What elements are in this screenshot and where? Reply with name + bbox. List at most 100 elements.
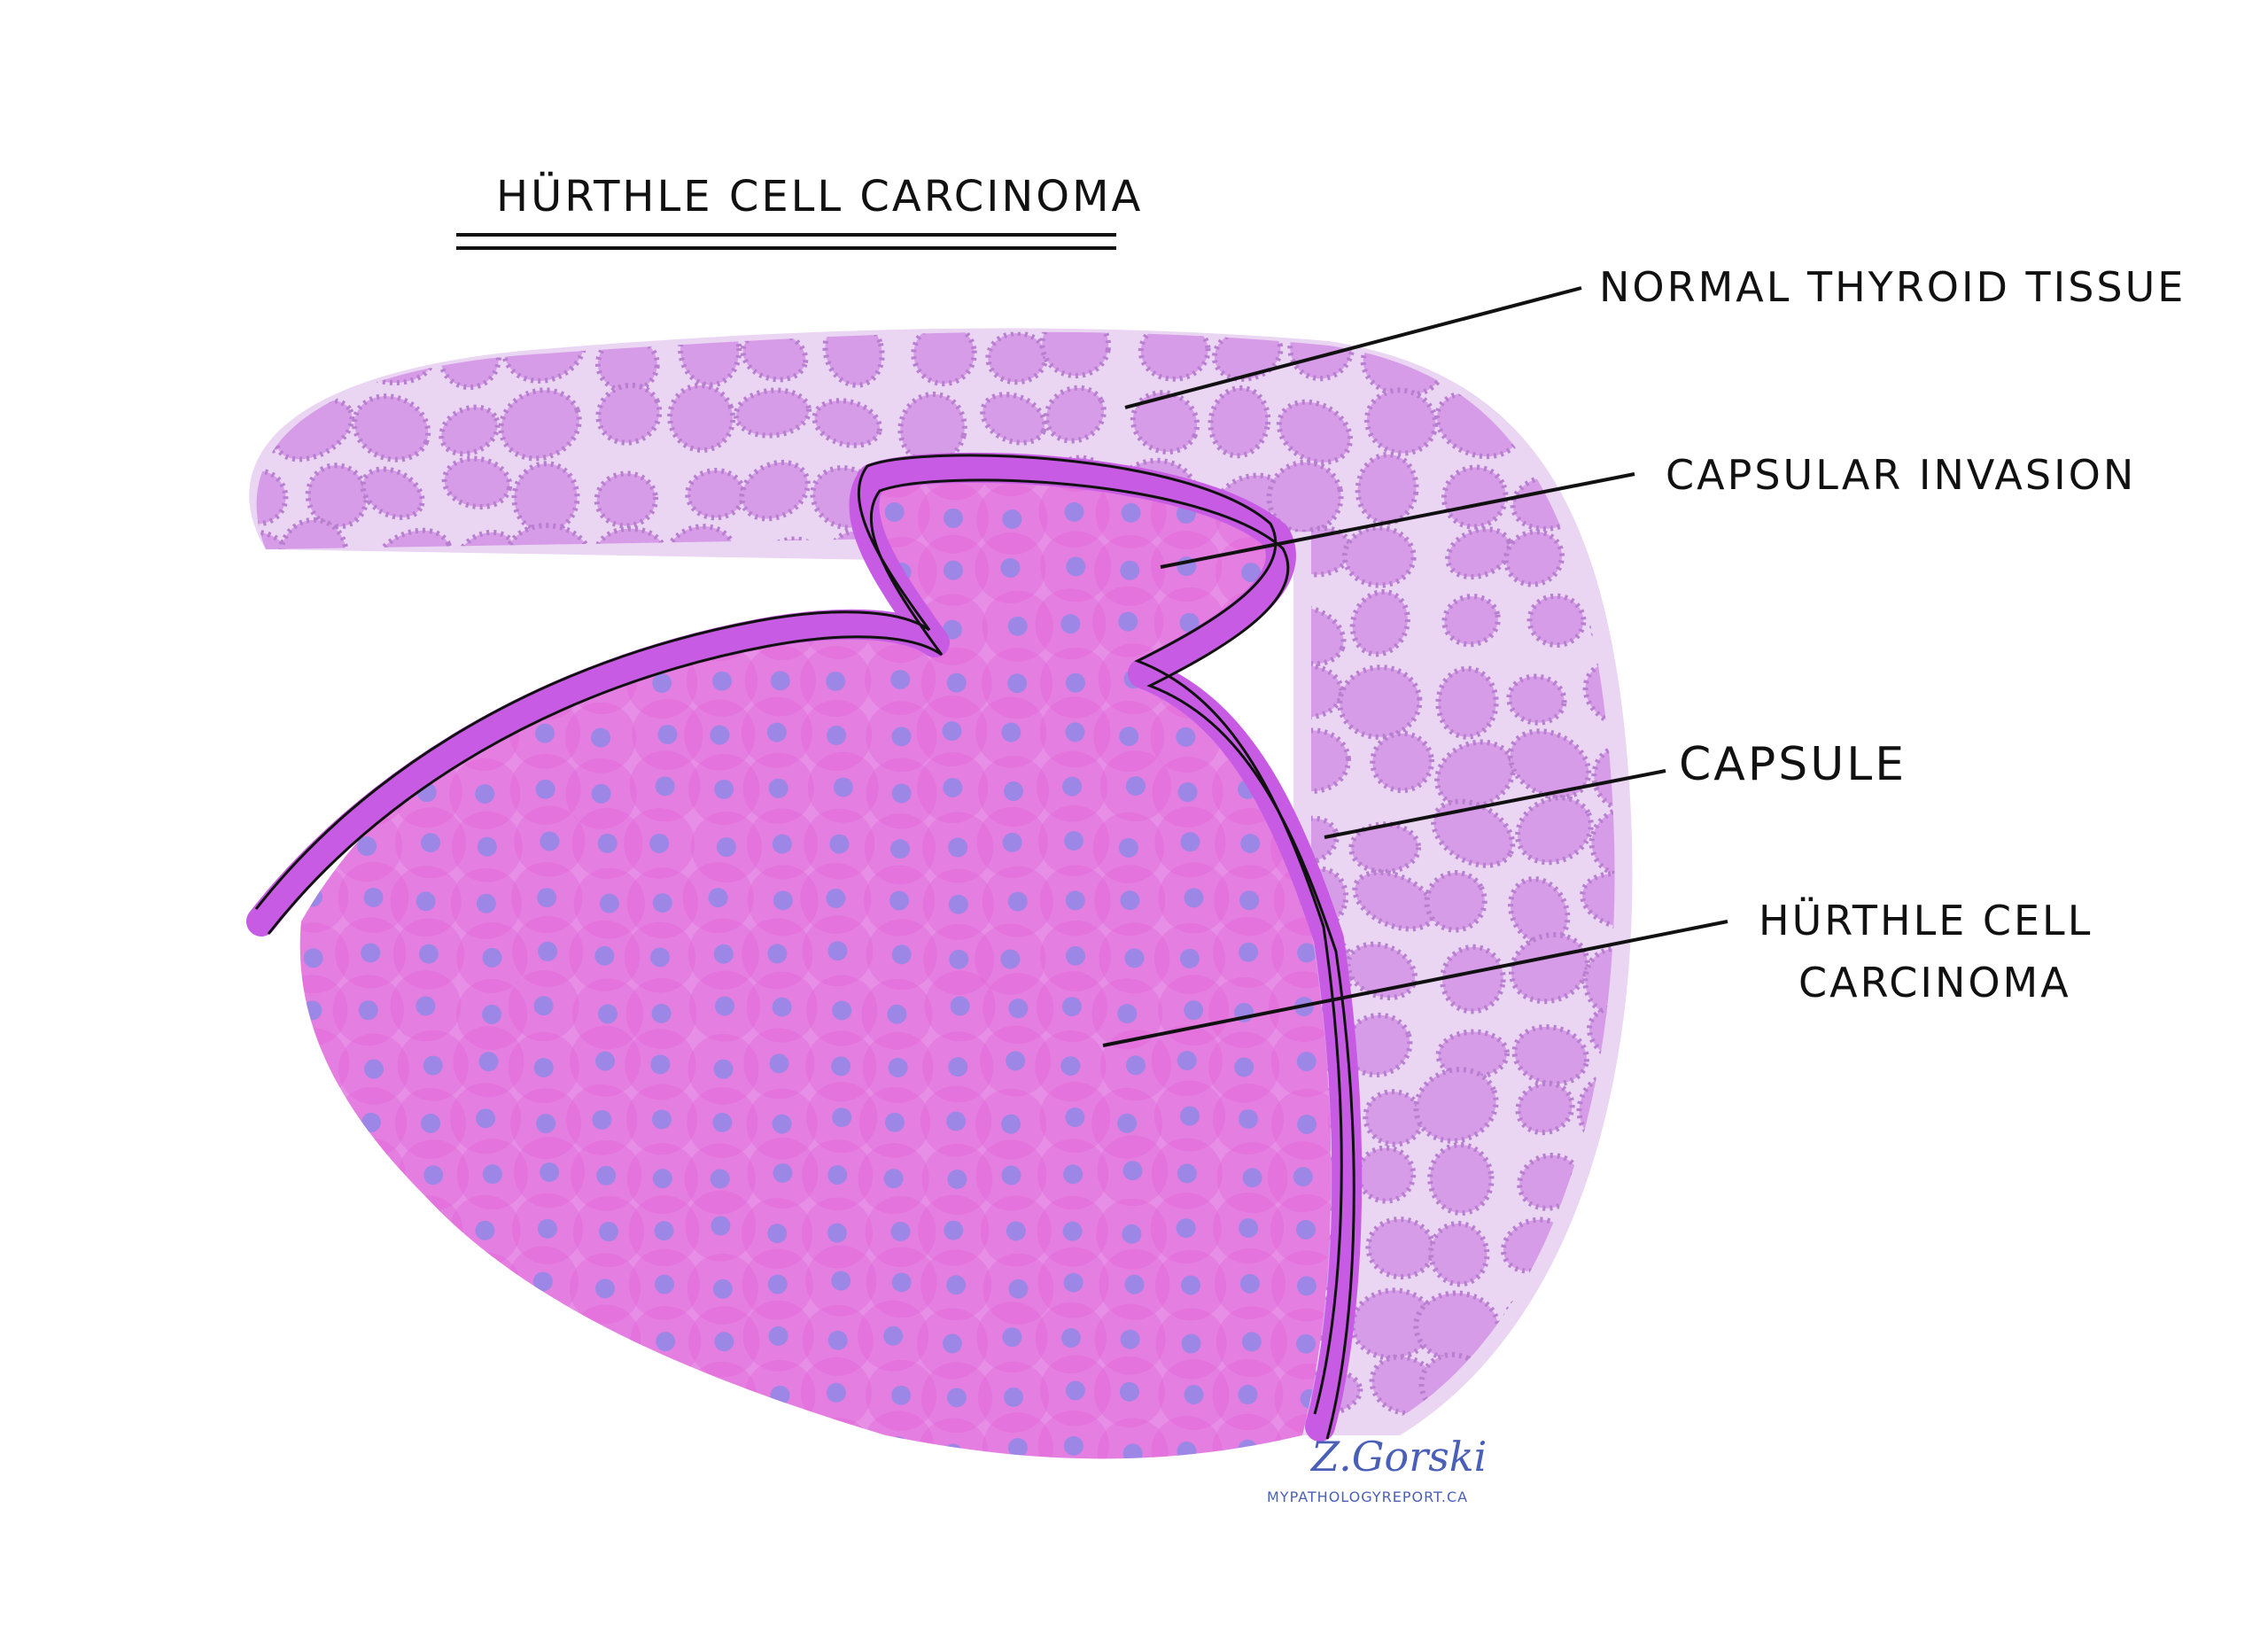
tumor-cell-nucleus: [946, 1387, 967, 1408]
tumor-cell-nucleus: [361, 612, 382, 633]
tumor-cell-nucleus: [711, 1387, 732, 1407]
tumor-cell: [299, 1253, 347, 1325]
tumor-cell-nucleus: [1241, 563, 1262, 583]
tumor-cell-nucleus: [364, 727, 384, 748]
tumor-cell: [450, 1252, 522, 1324]
follicle: [1588, 1222, 1615, 1293]
tumor-cell-nucleus: [888, 1057, 908, 1077]
tumor-cell-nucleus: [1004, 1387, 1024, 1407]
tumor-cell-nucleus: [1001, 722, 1021, 742]
follicle: [1266, 459, 1344, 535]
tumor-cell: [392, 1418, 464, 1459]
tumor-cell-nucleus: [598, 1004, 618, 1024]
follicle: [291, 1164, 356, 1216]
tumor-cell-nucleus: [1239, 890, 1260, 911]
tumor-cell: [863, 1411, 935, 1459]
follicle: [1370, 730, 1434, 794]
tumor-cell-nucleus: [883, 1325, 904, 1346]
tumor-cell-nucleus: [1063, 1435, 1084, 1456]
tumor-cell: [392, 647, 463, 719]
follicle: [1517, 1153, 1582, 1211]
tumor-cell-nucleus: [1184, 1385, 1204, 1405]
tumor-cell-nucleus: [950, 996, 970, 1016]
tumor-cell-nucleus: [890, 1221, 911, 1241]
tumor-cell-nucleus: [827, 1165, 848, 1185]
tumor-cell-nucleus: [710, 725, 730, 745]
follicle: [980, 392, 1048, 446]
tumor-cell-nucleus: [655, 776, 675, 797]
tumor-cell-nucleus: [654, 1274, 674, 1294]
tumor-cell-nucleus: [533, 1333, 554, 1354]
tumor-cell-nucleus: [477, 562, 497, 582]
tumor-cell-nucleus: [538, 941, 558, 961]
follicle: [667, 383, 736, 453]
tumor-cell-nucleus: [1238, 1108, 1258, 1129]
follicle: [1588, 804, 1615, 880]
tumor-cell-nucleus: [477, 836, 497, 857]
tumor-cell-nucleus: [1181, 1275, 1201, 1295]
tumor-cell-nucleus: [302, 1000, 322, 1021]
tumor-cell-nucleus: [358, 1000, 378, 1021]
tumor-cell-nucleus: [1293, 1167, 1313, 1187]
follicle: [256, 468, 289, 527]
tumor-cell-nucleus: [1066, 556, 1086, 577]
tumor-cell-nucleus: [827, 941, 848, 961]
tumor-cell-nucleus: [477, 614, 497, 634]
tumor-cell-nucleus: [1177, 1163, 1197, 1184]
tumor-cell-nucleus: [599, 893, 619, 913]
tumor-cell-nucleus: [1239, 1217, 1259, 1238]
tumor-cell-nucleus: [889, 890, 910, 911]
tumor-cell-nucleus: [655, 619, 675, 640]
tumor-cell-nucleus: [652, 1169, 672, 1189]
tumor-cell-nucleus: [946, 1275, 967, 1295]
tumor-cell-nucleus: [597, 833, 617, 853]
tumor-cell-nucleus: [1006, 1051, 1026, 1071]
follicle: [1287, 331, 1355, 382]
tumor-cell-nucleus: [533, 1382, 554, 1403]
tumor-cell-nucleus: [1125, 1055, 1146, 1076]
follicle: [1576, 1364, 1615, 1418]
tumor-cell-nucleus: [710, 1169, 730, 1189]
label-capsular-invasion: CAPSULAR INVASION: [1666, 451, 2136, 499]
follicle: [256, 600, 294, 669]
tumor-cell-nucleus: [476, 893, 496, 913]
tumor-cell: [686, 1361, 757, 1433]
tumor-cell-nucleus: [827, 726, 847, 746]
tumor-cell-nucleus: [1001, 1114, 1021, 1134]
tumor-cell-nucleus: [299, 667, 319, 688]
follicle: [1440, 944, 1506, 1014]
tumor-cell-nucleus: [1064, 831, 1084, 851]
tumor-cell-nucleus: [887, 1004, 907, 1024]
tumor-cell-nucleus: [947, 1169, 967, 1189]
tumor-cell-nucleus: [1120, 560, 1140, 580]
tumor-cell-nucleus: [535, 779, 555, 799]
tumor-cell-nucleus: [1239, 1273, 1260, 1294]
tumor-cell-nucleus: [767, 1224, 788, 1244]
follicle: [256, 737, 283, 808]
tumor-cell-nucleus: [533, 1058, 554, 1078]
follicle: [256, 1092, 283, 1154]
tumor-cell: [334, 1138, 406, 1209]
follicle: [1427, 1142, 1495, 1216]
tumor-cell-nucleus: [946, 1111, 967, 1131]
follicle: [256, 949, 302, 1006]
tumor-cell-nucleus: [1176, 727, 1196, 747]
tumor-cell: [336, 587, 408, 658]
follicle: [256, 1365, 275, 1418]
tumor-cell-nucleus: [1239, 942, 1259, 962]
tumor-cell-nucleus: [1065, 890, 1085, 911]
follicle: [501, 604, 584, 656]
tumor-cell: [570, 1356, 641, 1427]
tumor-cell: [683, 1411, 755, 1459]
follicle: [498, 387, 582, 462]
tumor-cell-nucleus: [709, 1437, 729, 1457]
leader-capsule: [1324, 769, 1666, 839]
follicle: [256, 1299, 278, 1349]
leader-lines: [1102, 286, 1728, 1047]
label-normal-thyroid-tissue: NORMAL THYROID TISSUE: [1599, 263, 2186, 311]
follicle: [371, 1298, 436, 1364]
tumor-cell-nucleus: [1119, 727, 1139, 747]
tumor-cell: [515, 1411, 586, 1459]
tumor-cell-nucleus: [595, 1381, 616, 1402]
follicle: [600, 1373, 671, 1418]
